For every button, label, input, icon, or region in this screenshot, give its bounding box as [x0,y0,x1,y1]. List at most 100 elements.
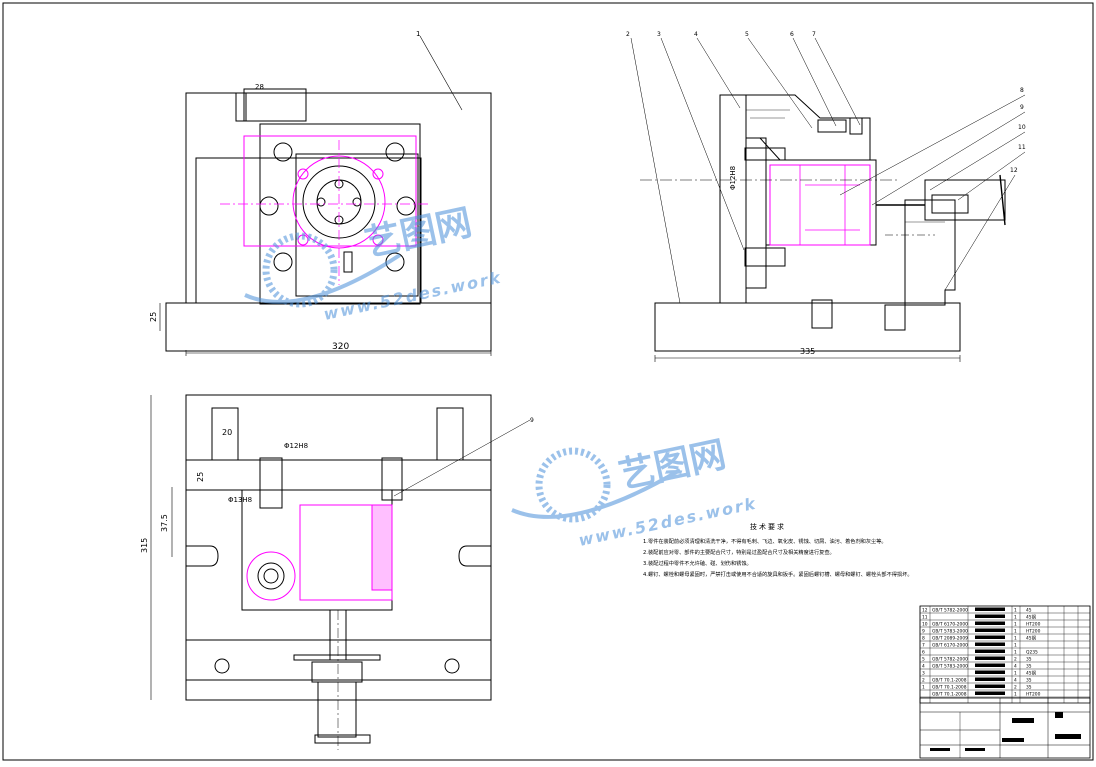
front-clamp-screw [235,92,247,122]
bom-cell-qty: 4 [1014,677,1017,683]
bom-cell-qty: 1 [1014,621,1017,627]
bom-cell-qty: 1 [1014,642,1017,648]
bom-cell-mat: HT200 [1026,621,1041,627]
top-lower-bar [185,639,492,681]
leader-1 [419,35,463,111]
bom-cell-code: GB/T 70.1-2008 [932,691,967,697]
top-slot-right [436,407,464,461]
label-part-1: 1 [416,30,420,38]
bom-cell-mat: 45钢 [1026,613,1037,620]
bom-cell-qty: 1 [1014,670,1017,676]
bom-cell-mat: HT200 [1026,691,1041,697]
watermark-brand-2: 艺图网 [615,434,729,497]
bom-cell-qty: 1 [1014,635,1017,641]
bom-cell-no: 1 [922,684,925,690]
bom-cell-qty: 1 [1014,628,1017,634]
bom-cell-no: 11 [922,614,928,620]
bom-cell-mat: Q235 [1026,649,1038,655]
dim-25-front: 25 [149,312,158,322]
watermark-1: 艺图网 www.52des.work [244,202,504,324]
top-cylinder [317,681,357,738]
label-part-3: 3 [657,31,661,38]
title-block [919,697,1091,759]
label-part-5: 5 [745,31,749,38]
bom-cell-mat: 35 [1026,656,1032,662]
side-clamp-nut [817,119,847,133]
label-top-9: 9 [530,417,534,424]
front-workpiece-outline [243,135,417,247]
label-part-8: 8 [1020,87,1024,94]
label-part-4: 4 [694,31,698,38]
bom-cell-qty: 4 [1014,663,1017,669]
bom-cell-no: 10 [922,621,928,627]
side-cylinder [924,179,1006,221]
bom-cell-code: GB/T 70.1-2008 [932,684,967,690]
bom-cell-qty: 2 [1014,656,1017,662]
bom-cell-mat: 35 [1026,663,1032,669]
tech-req-1: 1.零件在装配前必须清理和清洗干净，不得有毛刺、飞边、氧化皮、锈蚀、切屑、油污、… [643,537,887,545]
label-part-10: 10 [1018,124,1026,131]
label-part-2: 2 [626,31,630,38]
bom-cell-code: GB/T 5782-2000 [932,607,968,613]
watermark-globe-icon [262,232,338,308]
dim-20: 20 [222,428,232,437]
tech-req-2: 2.装配前应对零、部件的主要配合尺寸，特别是过盈配合尺寸及相关精度进行复查。 [643,548,835,556]
bom-cell-no: 5 [922,656,925,662]
bom-cell-no: 3 [922,670,925,676]
tech-req-4: 4.螺钉、螺栓和螺母紧固时，严禁打击或使用不合适的旋具和扳手。紧固后螺钉槽、螺母… [643,570,913,578]
label-part-11: 11 [1018,144,1026,151]
label-part-9: 9 [1020,104,1024,111]
bom-cell-no: 7 [922,642,925,648]
side-view: 2 3 4 5 6 7 8 9 10 11 12 335 Φ12H8 [626,31,1026,362]
bom-cell-mat: HT200 [1026,628,1041,634]
bom-cell-no: 6 [922,649,925,655]
bom-cell-qty: 2 [1014,684,1017,690]
bom-cell-mat: 45 [1026,607,1032,613]
watermark-2: 艺图网 www.52des.work [511,434,759,550]
dim-d12-side: Φ12H8 [729,166,737,190]
side-lower-block [744,247,786,267]
bom-cell-no: 2 [922,677,925,683]
front-slider [295,153,419,297]
bom-cell-code: GB/T 5783-2000 [932,628,968,634]
top-workpiece-section [371,504,393,591]
bom-cell-no: 12 [922,607,928,613]
bom-cell-no: 4 [922,663,925,669]
top-outline [185,394,492,701]
tech-req-3: 3.装配过程中零件不允许磕、碰、划伤和锈蚀。 [643,559,752,567]
label-part-12: 12 [1010,167,1018,174]
bom-cell-qty: 1 [1014,691,1017,697]
bom-cell-qty: 1 [1014,649,1017,655]
bom-cell-code: GB/T 70.1-2008 [932,677,967,683]
bom-cell-code: GB/T 5783-2000 [932,663,968,669]
bom-cell-qty: 1 [1014,607,1017,613]
top-slot-left [211,407,239,461]
front-bolt-hole [273,142,293,162]
side-base [654,302,961,352]
dim-28-front: 28 [255,83,264,91]
bom-cell-qty: 1 [1014,614,1017,620]
top-workpiece-boss [246,551,296,601]
dim-25-top: 25 [196,472,205,482]
watermark-globe-icon-2 [535,447,611,523]
side-workpiece [769,164,871,246]
tech-requirements: 技术要求 1.零件在装配前必须清理和清洗干净，不得有毛刺、飞边、氧化皮、锈蚀、切… [643,522,913,578]
top-bolt-right [381,457,403,501]
front-pin [343,251,353,273]
top-view: 9 20 25 Φ12H8 Φ13H8 37.5 315 [140,394,534,750]
side-support [904,199,956,306]
top-bolt-left [259,457,283,509]
side-top-clamp [745,94,871,161]
front-clamp-block [243,88,307,122]
front-mid-plate [259,123,421,305]
bom-cell-no: 8 [922,635,925,641]
side-body [765,159,877,246]
leader-9-top [393,419,531,497]
tech-req-title: 技术要求 [750,522,786,531]
dim-37-5: 37.5 [160,514,169,532]
bom-cell-code: GB/T 5782-2000 [932,656,968,662]
